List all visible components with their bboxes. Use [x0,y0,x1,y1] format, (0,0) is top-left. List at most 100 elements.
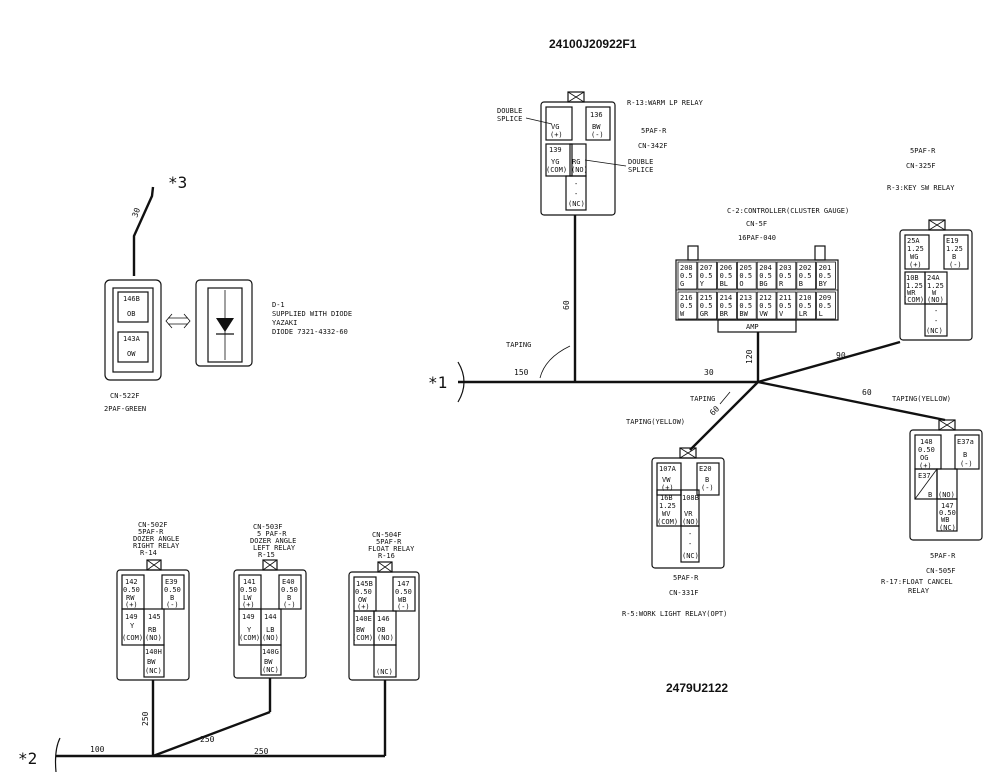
r17-cn: CN-505F [926,567,956,575]
c2-cell-212-size: 0.5 [759,302,772,310]
c2-cells: 2080.5G2070.5Y2060.5BL2050.5O2040.5BG203… [677,261,836,320]
svg-text:(-): (-) [283,601,296,609]
c2-cell-212-no: 212 [759,294,772,302]
svg-text:5 PAF-R: 5 PAF-R [257,530,287,538]
relay-r15: CN-503F 5 PAF-R DOZER ANGLE LEFT RELAY R… [233,523,307,679]
svg-text:CN-502F: CN-502F [138,521,168,529]
taping-yellow-2: TAPING(YELLOW) [892,395,951,403]
svg-text:DOZER ANGLE: DOZER ANGLE [133,535,179,543]
r3-title: R-3:KEY SW RELAY [887,184,955,192]
c2-cell-210 [796,291,816,320]
svg-text:(NC): (NC) [145,667,162,675]
c2-cell-207-color: Y [700,280,705,288]
svg-text:10B: 10B [906,274,919,282]
svg-text:(NO): (NO) [145,634,162,642]
wire-star1-bracket [457,361,465,403]
cn522-pin1-no: 146B [123,295,140,303]
c2-cell-206-color: BL [720,280,728,288]
tapings: TAPING TAPING TAPING(YELLOW) TAPING(YELL… [506,341,951,426]
svg-text:(+): (+) [661,484,674,492]
svg-text:WV: WV [662,510,671,518]
relay-r3: 5PAF-R CN-325F R-3:KEY SW RELAY 25A 1.25… [887,147,973,341]
c2-cell-207-size: 0.5 [700,272,713,280]
c2-cell-205-color: O [739,280,743,288]
c2-cell-203-color: R [779,280,784,288]
svg-text:B: B [705,476,709,484]
svg-text:(COM): (COM) [657,518,678,526]
r13-p4: RG [572,158,580,166]
c2-cell-207 [697,261,717,290]
relay-r14: CN-502F 5PAF-R DOZER ANGLE RIGHT RELAY R… [116,521,190,681]
r13-p1s: (+) [550,131,563,139]
r13-type: 5PAF-R [641,127,667,135]
c2-cell-216-color: W [680,310,685,318]
marker-star2: *2 [18,749,37,768]
diode-inner [207,287,243,363]
svg-text:147: 147 [941,502,954,510]
taping-arrow-2 [719,391,731,405]
len-100: 100 [90,745,105,754]
c2-cell-213-size: 0.5 [739,302,752,310]
r13-p2: BW [592,123,601,131]
len-120: 120 [745,349,754,364]
taping-2: TAPING [690,395,715,403]
svg-text:144: 144 [264,613,277,621]
len-250-left: 250 [141,711,150,726]
svg-text:(+): (+) [125,601,138,609]
svg-text:BW: BW [264,658,273,666]
svg-text:RIGHT RELAY: RIGHT RELAY [133,542,180,550]
c2-cell-202 [796,261,816,290]
c2-cell-205-size: 0.5 [739,272,752,280]
r14-body [116,569,190,681]
svg-text:0.50: 0.50 [939,509,956,517]
part-number: 24100J20922F1 [549,37,637,51]
r13-p5b: - [574,190,578,198]
c2-cell-216 [677,291,698,320]
svg-text:CN-503F: CN-503F [253,523,283,531]
svg-text:Y: Y [247,626,252,634]
c2-cell-210-size: 0.5 [799,302,812,310]
cn522-cell-2 [117,331,149,363]
svg-text:(NO): (NO) [682,518,699,526]
svg-text:107A: 107A [659,465,677,473]
svg-text:0.50: 0.50 [281,586,298,594]
drawing-number: 2479U2122 [666,681,728,695]
svg-text:(NC): (NC) [376,668,393,676]
r13-body [540,101,616,216]
r17-type: 5PAF-R [930,552,956,560]
svg-text:E40: E40 [282,578,295,586]
swap-arrow-icon [165,313,191,329]
c2-cell-209-color: L [819,310,823,318]
c2-cell-209-size: 0.5 [819,302,832,310]
svg-text:140H: 140H [145,648,162,656]
svg-text:149: 149 [125,613,138,621]
svg-text:B: B [963,451,967,459]
diode-l3: YAZAKI [272,319,297,327]
c2-cell-202-no: 202 [799,264,812,272]
r15-body [233,569,307,679]
diode-l2: SUPPLIED WITH DIODE [272,310,352,318]
r13-p3s: (COM) [546,166,567,174]
c2-cell-215-no: 215 [700,294,713,302]
c2-cn: CN-5F [746,220,767,228]
wire-diag-250 [152,710,271,758]
svg-text:E20: E20 [699,465,712,473]
svg-text:146: 146 [377,615,390,623]
c2-cell-214 [717,291,737,320]
r13-p5: - [574,180,578,188]
svg-text:(NC): (NC) [682,552,699,560]
c2-cell-213-color: BW [739,310,748,318]
c2-cell-211 [776,291,797,320]
cn522-inner [112,287,154,373]
svg-text:R-14: R-14 [140,549,157,557]
c2-cell-202-size: 0.5 [799,272,812,280]
c2-cell-205 [737,261,757,290]
r13-p3no: 139 [549,146,562,154]
c2-cell-214-no: 214 [720,294,733,302]
svg-text:OB: OB [377,626,385,634]
c2-cell-208-color: G [680,280,684,288]
relay-r17: 148 0.50 OG (+) E37a B (-) E37 B (NO) 14… [881,419,983,595]
svg-text:B: B [287,594,291,602]
c2-cell-202-color: B [799,280,803,288]
